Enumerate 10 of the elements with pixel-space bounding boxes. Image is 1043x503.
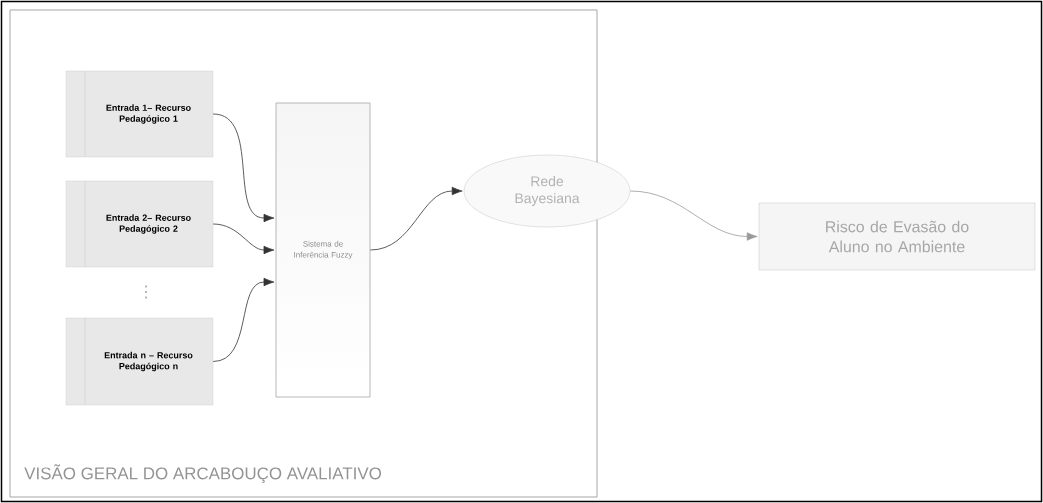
- arrow: [370, 186, 463, 251]
- input-box: Entrada 1– Recurso Pedagógico 1: [65, 70, 214, 158]
- arrow: [212, 113, 275, 223]
- arrow: [629, 190, 758, 241]
- input-box: Entrada n – Recurso Pedagógico n: [65, 317, 214, 406]
- input-box: Entrada 2– Recurso Pedagógico 2: [65, 180, 214, 268]
- ellipsis-dots: ⋮: [145, 285, 147, 299]
- output-box: Risco de Evasão do Aluno no Ambiente: [758, 202, 1036, 271]
- arrow: [212, 277, 275, 362]
- arrow: [212, 223, 275, 255]
